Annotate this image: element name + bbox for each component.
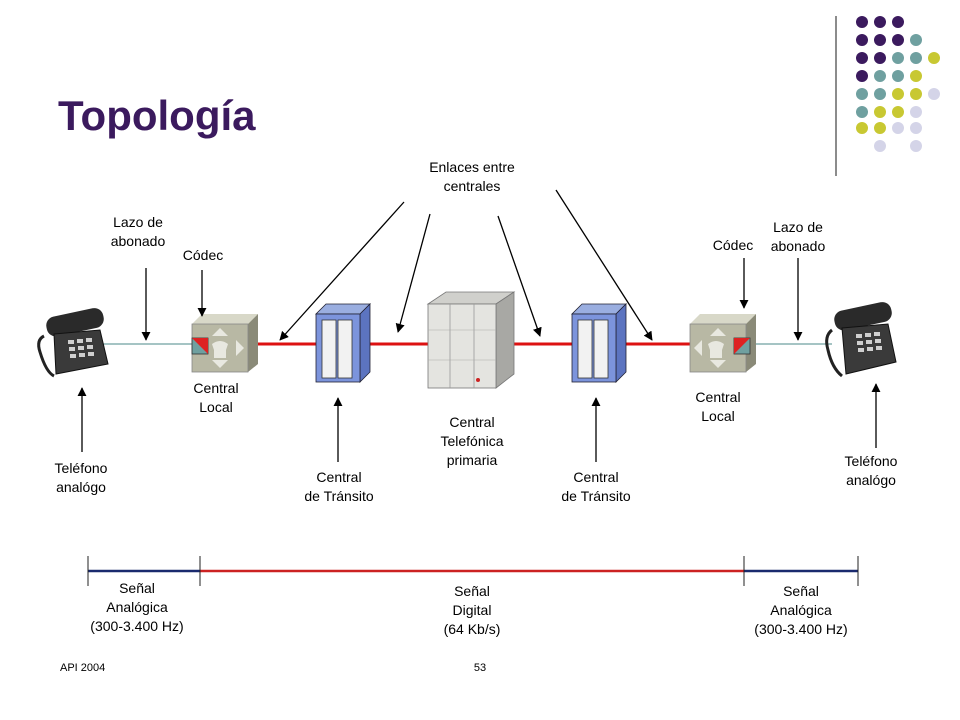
decorative-dot-grid bbox=[835, 16, 940, 176]
arrow-enlace-2 bbox=[395, 213, 431, 333]
label-central-local-right: Central Local bbox=[695, 389, 741, 424]
label-enlaces-entre-centrales: Enlaces entre centrales bbox=[429, 159, 515, 194]
label-telefono-left: Teléfono analógo bbox=[54, 460, 108, 495]
primary-exchange-icon bbox=[426, 291, 516, 389]
footer-left: API 2004 bbox=[60, 662, 106, 674]
label-telefono-right: Teléfono analógo bbox=[844, 453, 898, 488]
codec-icon bbox=[689, 314, 756, 373]
pointer-arrows bbox=[77, 189, 881, 462]
arrow-enlace-4 bbox=[555, 189, 653, 341]
label-codec-left: Códec bbox=[182, 247, 224, 263]
telephone-icon bbox=[37, 308, 109, 378]
label-codec-right: Códec bbox=[712, 237, 754, 253]
arrow-enlace-1 bbox=[279, 201, 405, 341]
transit-switch-icon bbox=[315, 303, 371, 383]
label-lazo-abonado-right: Lazo de abonado bbox=[770, 219, 826, 254]
telephone-icon bbox=[825, 302, 897, 378]
label-lazo-abonado-left: Lazo de abonado bbox=[110, 214, 166, 249]
transit-switch-icon bbox=[571, 303, 627, 383]
label-central-local-left: Central Local bbox=[193, 380, 239, 415]
label-signal-analog-right: Señal Analógica (300-3.400 Hz) bbox=[754, 583, 848, 637]
label-signal-analog-left: Señal Analógica (300-3.400 Hz) bbox=[90, 580, 184, 634]
arrow-enlace-3 bbox=[497, 215, 542, 337]
page-number: 53 bbox=[473, 662, 487, 674]
label-signal-digital: Señal Digital (64 Kb/s) bbox=[443, 583, 501, 637]
label-transito-left: Central de Tránsito bbox=[304, 469, 374, 504]
label-central-primaria: Central Telefónica primaria bbox=[440, 414, 504, 468]
slide-title: Topología bbox=[58, 92, 256, 139]
codec-icon bbox=[191, 314, 258, 373]
label-transito-right: Central de Tránsito bbox=[561, 469, 631, 504]
signal-range-bar bbox=[87, 556, 859, 586]
